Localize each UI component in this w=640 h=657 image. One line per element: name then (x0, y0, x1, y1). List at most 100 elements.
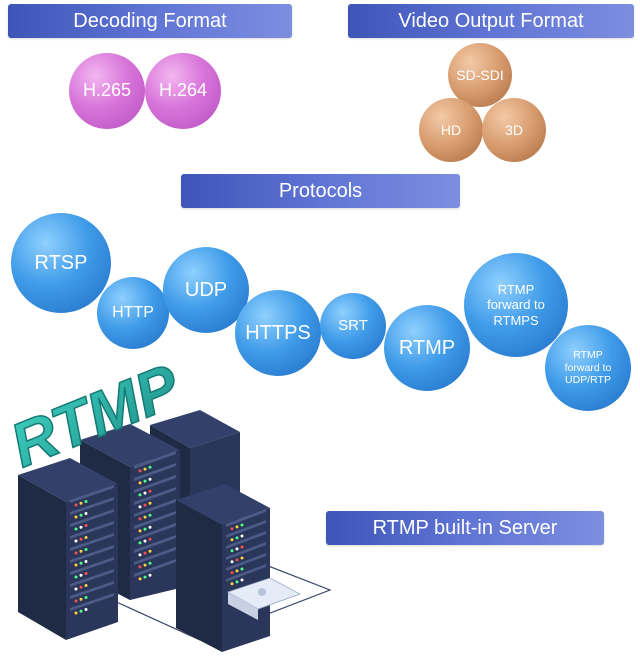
server-led (143, 467, 147, 471)
server-slot (70, 569, 114, 587)
server-slot (70, 593, 114, 611)
server-led (138, 577, 142, 581)
server-led (148, 501, 152, 505)
server-led (143, 539, 147, 543)
server-slot (226, 553, 266, 571)
server-led (235, 580, 239, 584)
server-led (235, 525, 239, 529)
server-slot (226, 509, 266, 527)
server-slot (70, 557, 114, 575)
server-led (79, 549, 83, 553)
server-led (74, 503, 78, 507)
server-led (74, 599, 78, 603)
server-led (230, 560, 234, 564)
server-led (74, 575, 78, 579)
decoding-h264-bubble: H.264 (145, 53, 221, 129)
server-led (143, 575, 147, 579)
rtmp-server-banner: RTMP built-in Server (326, 511, 604, 545)
server-slot (134, 559, 176, 577)
server-led (79, 501, 83, 505)
server-led (148, 549, 152, 553)
server-rack-right (176, 484, 301, 652)
server-led (74, 515, 78, 519)
server-led (74, 551, 78, 555)
server-slot (226, 542, 266, 560)
server-led (148, 513, 152, 517)
server-led (230, 549, 234, 553)
server-led (79, 573, 83, 577)
server-led (74, 611, 78, 615)
server-led (79, 525, 83, 529)
server-slot (134, 535, 176, 553)
server-led (84, 596, 88, 600)
server-slot (70, 521, 114, 539)
server-led (138, 505, 142, 509)
server-led (148, 477, 152, 481)
server-slot (134, 475, 176, 493)
server-led (84, 548, 88, 552)
protocol-rtmp-to-udprtp-bubble: RTMP forward to UDP/RTP (545, 325, 631, 411)
output-3d-bubble: 3D (482, 98, 546, 162)
server-led (138, 481, 142, 485)
server-led (138, 517, 142, 521)
server-slot (70, 533, 114, 551)
server-led (84, 500, 88, 504)
server-slot (134, 547, 176, 565)
server-led (148, 573, 152, 577)
protocols-banner: Protocols (181, 174, 460, 208)
server-led (79, 537, 83, 541)
server-led (143, 503, 147, 507)
server-led (84, 608, 88, 612)
server-led (230, 582, 234, 586)
server-slot (70, 485, 114, 503)
server-led (230, 538, 234, 542)
output-sdsdi-bubble: SD-SDI (448, 43, 512, 107)
server-led (79, 513, 83, 517)
server-led (143, 479, 147, 483)
server-led (240, 578, 244, 582)
server-led (138, 469, 142, 473)
server-led (74, 587, 78, 591)
server-led (240, 534, 244, 538)
server-led (235, 569, 239, 573)
protocol-http-bubble: HTTP (97, 277, 169, 349)
server-led (240, 523, 244, 527)
server-slot (134, 499, 176, 517)
server-led (235, 558, 239, 562)
protocol-https-bubble: HTTPS (235, 290, 321, 376)
server-led (138, 565, 142, 569)
server-led (138, 553, 142, 557)
server-led (148, 561, 152, 565)
server-led (235, 536, 239, 540)
server-slot (134, 523, 176, 541)
server-led (79, 561, 83, 565)
server-slot (134, 463, 176, 481)
server-led (143, 527, 147, 531)
server-led (79, 585, 83, 589)
decoding-h265-bubble: H.265 (69, 53, 145, 129)
decoding-format-banner: Decoding Format (8, 4, 292, 38)
server-led (148, 537, 152, 541)
server-led (84, 584, 88, 588)
server-led (84, 512, 88, 516)
output-hd-bubble: HD (419, 98, 483, 162)
server-drawer (227, 577, 301, 620)
server-slot (226, 564, 266, 582)
server-led (84, 560, 88, 564)
server-led (148, 489, 152, 493)
server-led (230, 571, 234, 575)
protocol-udp-bubble: UDP (163, 247, 249, 333)
server-slot (134, 487, 176, 505)
server-led (148, 525, 152, 529)
server-led (84, 524, 88, 528)
server-rack-front (18, 458, 118, 640)
server-led (138, 541, 142, 545)
server-led (230, 527, 234, 531)
server-led (235, 547, 239, 551)
protocol-srt-bubble: SRT (320, 293, 386, 359)
video-output-format-banner: Video Output Format (348, 4, 634, 38)
server-led (143, 551, 147, 555)
protocol-rtmp-bubble: RTMP (384, 305, 470, 391)
server-slot (134, 511, 176, 529)
